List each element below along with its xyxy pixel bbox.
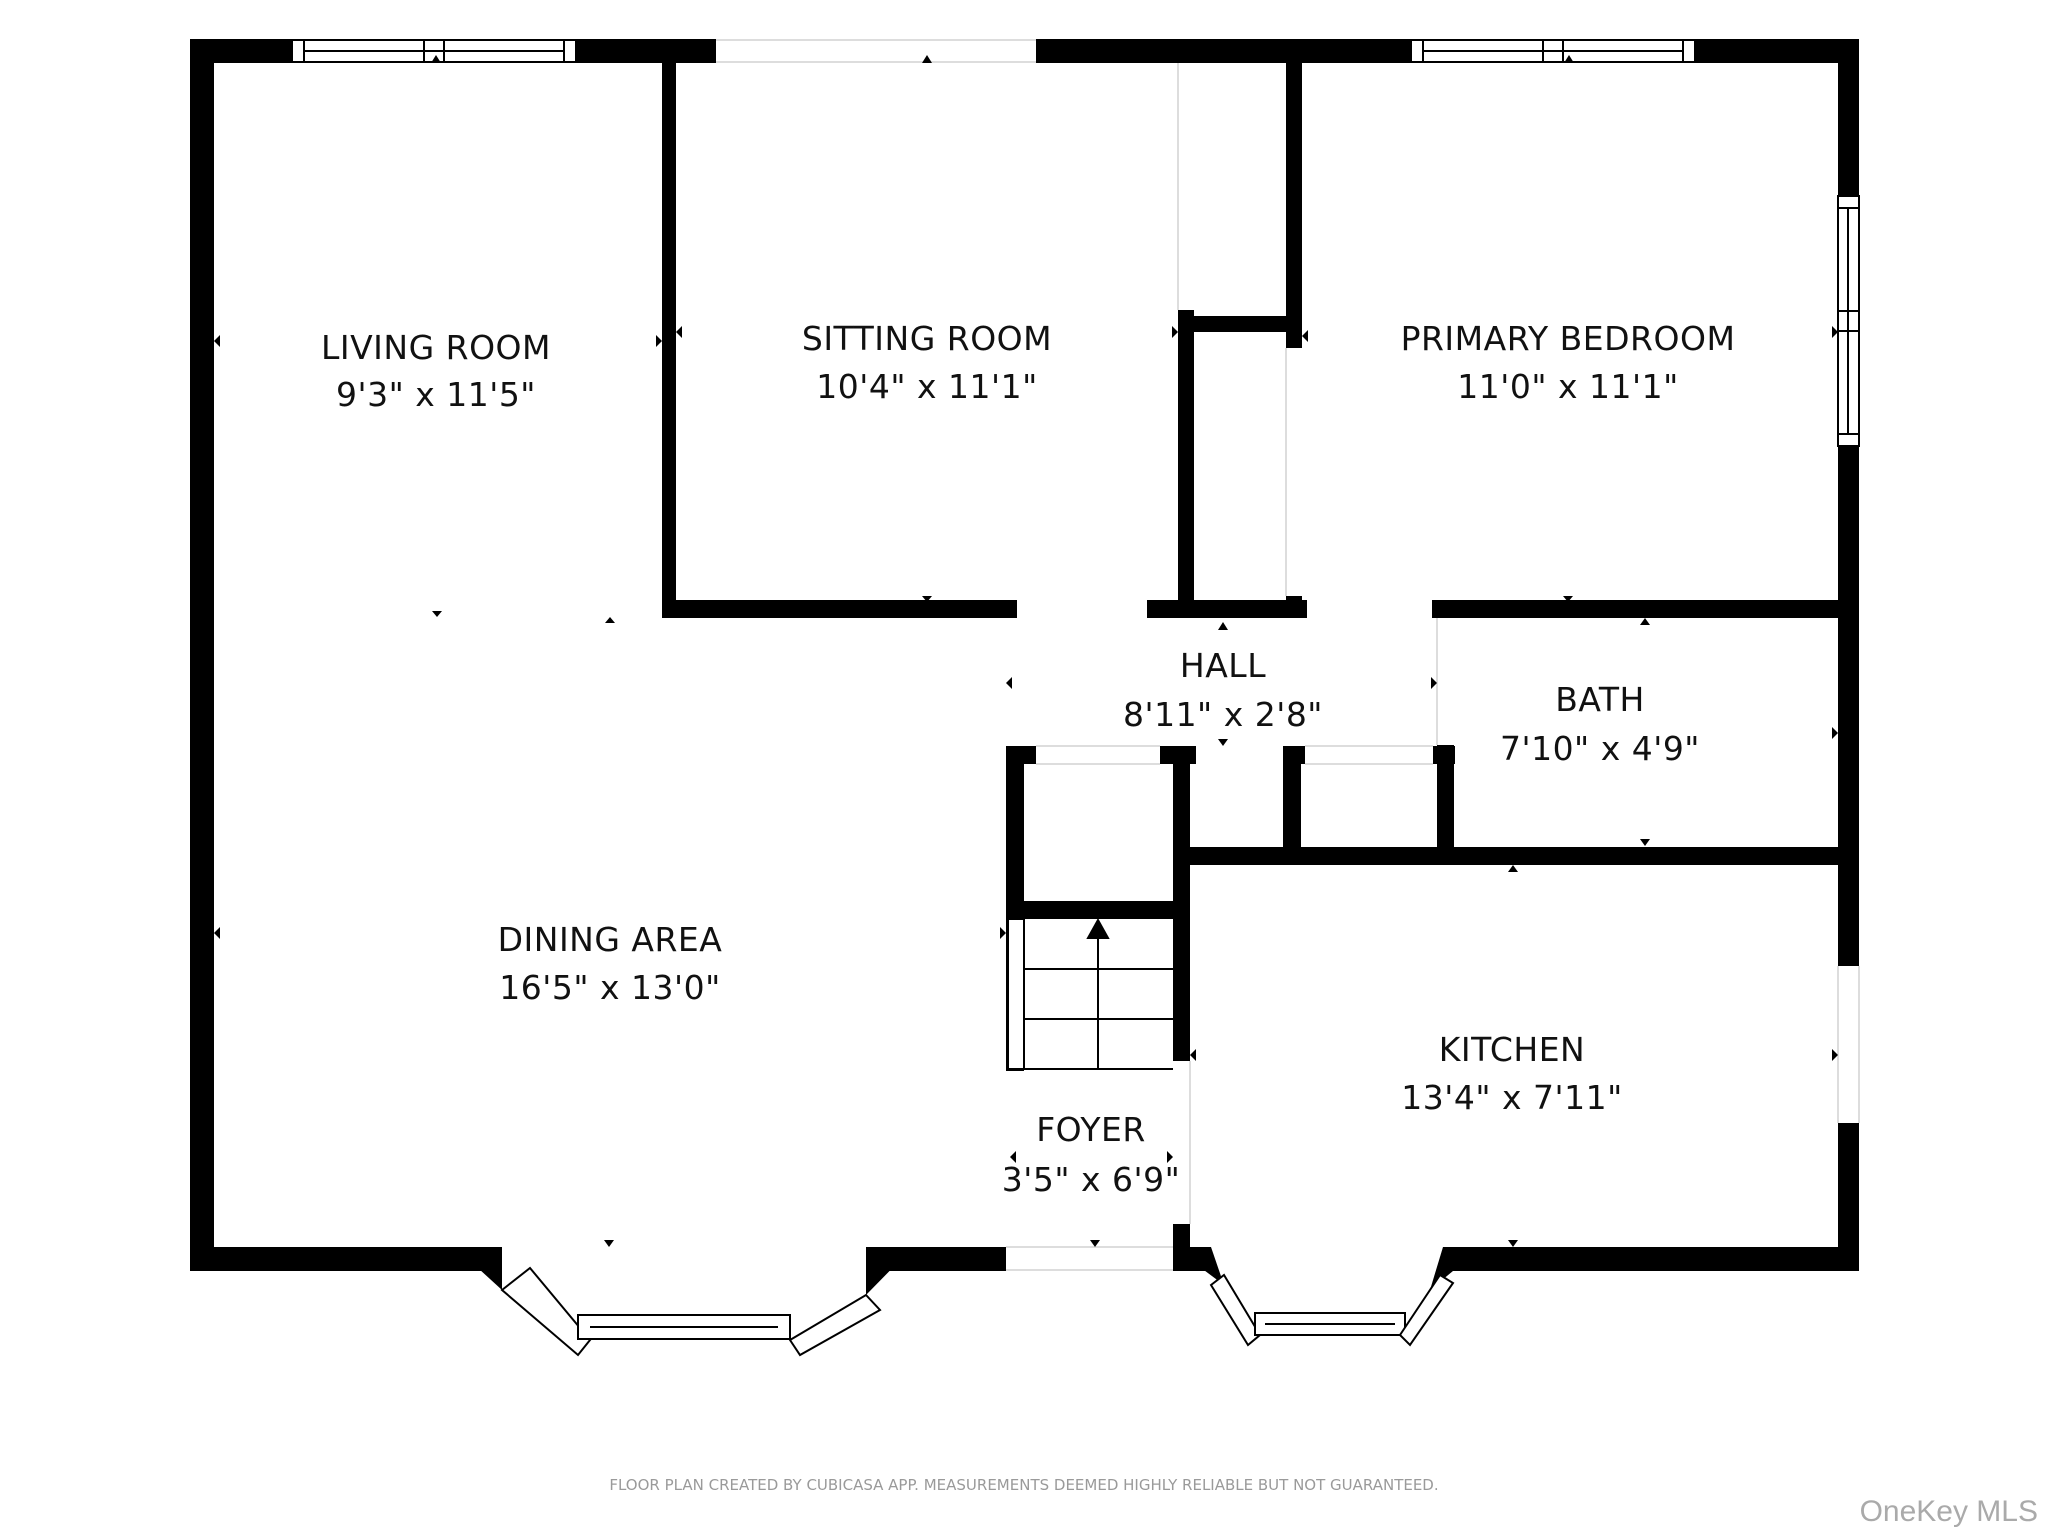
wall [190, 39, 214, 1271]
wall [1006, 901, 1182, 919]
wall [1432, 600, 1452, 618]
room-dims-living-room: 9'3" x 11'5" [336, 375, 536, 414]
wall [1283, 746, 1305, 764]
watermark: OneKey MLS [1859, 1495, 2038, 1528]
wall [1695, 39, 1859, 63]
room-dims-hall: 8'11" x 2'8" [1123, 695, 1323, 734]
room-label-foyer: FOYER [1036, 1110, 1146, 1149]
wall [576, 39, 716, 63]
wall [1286, 63, 1302, 348]
room-dims-kitchen: 13'4" x 7'11" [1401, 1078, 1623, 1117]
room-dims-sitting-room: 10'4" x 11'1" [816, 367, 1038, 406]
room-label-primary-bedroom: PRIMARY BEDROOM [1400, 319, 1736, 358]
room-label-bath: BATH [1555, 680, 1645, 719]
room-label-dining-area: DINING AREA [497, 920, 723, 959]
stairs [1007, 917, 1173, 1070]
room-label-hall: HALL [1179, 646, 1267, 685]
bay-window-right [788, 1293, 882, 1357]
wall [190, 1247, 502, 1271]
wall [1437, 745, 1454, 850]
wall [1173, 847, 1859, 865]
wall [1838, 446, 1859, 966]
wall [1036, 39, 1411, 63]
bay-window-left [1209, 1273, 1262, 1347]
disclaimer-text: FLOOR PLAN CREATED BY CUBICASA APP. MEAS… [609, 1476, 1439, 1494]
wall [1432, 600, 1838, 618]
wall [1178, 310, 1194, 607]
wall [1173, 746, 1190, 1061]
room-dims-dining-area: 16'5" x 13'0" [499, 968, 721, 1007]
wall [1147, 600, 1307, 618]
room-dims-bath: 7'10" x 4'9" [1500, 729, 1700, 768]
room-label-living-room: LIVING ROOM [320, 328, 552, 367]
wall [662, 600, 1017, 618]
wall [1433, 746, 1455, 764]
wall [662, 63, 676, 618]
wall [1443, 1247, 1859, 1271]
wall [1838, 1123, 1859, 1271]
wall [1178, 316, 1293, 332]
bay-window-right [1398, 1273, 1455, 1347]
room-dims-primary-bedroom: 11'0" x 11'1" [1457, 367, 1679, 406]
wall [1283, 746, 1301, 854]
room-dims-foyer: 3'5" x 6'9" [1001, 1160, 1181, 1199]
bay-window-left [500, 1266, 592, 1357]
room-label-sitting-room: SITTING ROOM [801, 319, 1053, 358]
wall [1838, 39, 1859, 196]
wall [1286, 596, 1302, 618]
room-label-kitchen: KITCHEN [1438, 1030, 1586, 1069]
